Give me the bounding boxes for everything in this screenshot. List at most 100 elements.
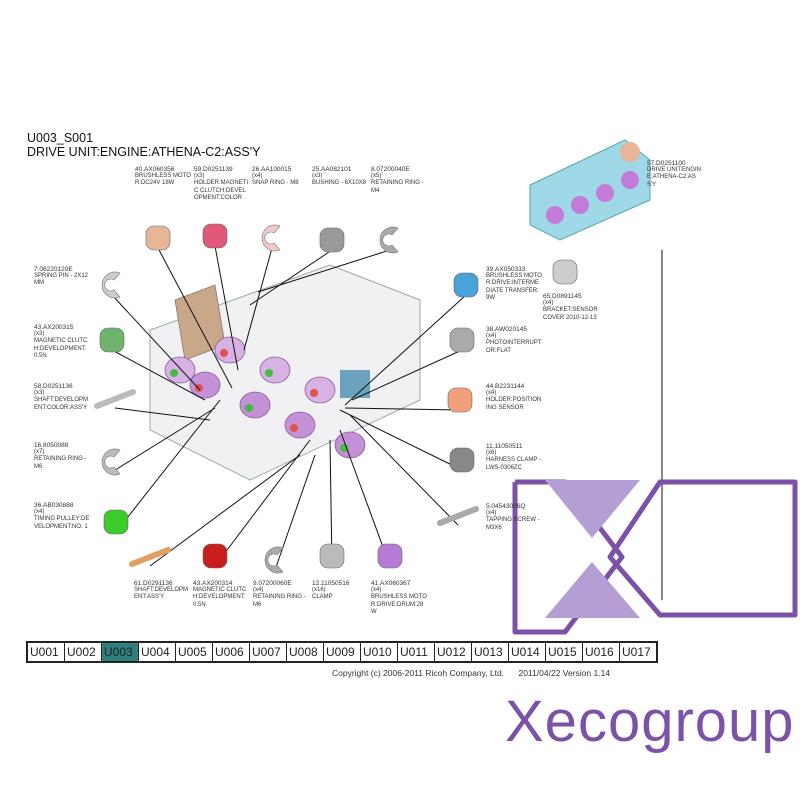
tab-u010[interactable]: U010 — [361, 643, 397, 661]
assembly-clutch — [290, 424, 298, 432]
overview-gear — [571, 196, 589, 214]
part-label[interactable]: 9.07200060E(x4)RETAINING RING - M6 — [253, 580, 309, 609]
retaining-ring-icon — [379, 226, 399, 254]
part-label[interactable]: 58.D0251136(x3)SHAFT:DEVELOPMENT:COLOR:A… — [34, 383, 90, 412]
leader-line — [111, 294, 201, 391]
part-label[interactable]: 59.D0251139(x3)HOLDER:MAGNETIC CLUTCH:DE… — [194, 166, 250, 202]
version-text: 2011/04/22 Version 1.14 — [518, 668, 611, 678]
part-label[interactable]: 12.11050516(x16)CLAMP — [312, 580, 368, 602]
assembly-gear — [259, 356, 291, 384]
leader-line — [114, 407, 211, 421]
overview-gear — [621, 171, 639, 189]
tab-u014[interactable]: U014 — [509, 643, 545, 661]
overview-gear — [546, 206, 564, 224]
shaft-icon — [129, 547, 171, 567]
watermark-triangle-top — [545, 480, 640, 538]
leader-line — [339, 429, 391, 567]
part-label[interactable]: 36.AB030888(x4)TIMING PULLEY:DEVELOPMENT… — [34, 502, 90, 531]
part-icon — [449, 447, 475, 473]
assembly-motor — [340, 370, 370, 398]
part-quantity: (x4) — [486, 510, 497, 517]
page-title: DRIVE UNIT:ENGINE:ATHENA-C2:ASS'Y — [27, 145, 261, 159]
shaft-icon — [94, 389, 136, 409]
tab-u003[interactable]: U003 — [102, 643, 138, 661]
tab-u017[interactable]: U017 — [620, 643, 656, 661]
leader-line — [214, 245, 239, 371]
part-quantity: (x3) — [312, 173, 323, 180]
part-icon — [449, 327, 475, 353]
part-name: SNAP RING - M8 — [252, 180, 299, 187]
assembly-clutch — [170, 369, 178, 377]
assembly-gear — [214, 336, 246, 364]
part-number: 57.D0251100 — [647, 160, 686, 167]
assembly-gear — [334, 431, 366, 459]
tab-u007[interactable]: U007 — [250, 643, 286, 661]
leader-line — [344, 294, 467, 406]
retaining-ring-icon — [101, 448, 121, 476]
part-label[interactable]: 41.AX060367(x4)BRUSHLESS MOTOR:DRIVE:DRU… — [371, 580, 427, 616]
part-label[interactable]: 65.D0891145(x4)BRACKET:SENSOR COVER 2010… — [543, 293, 599, 322]
part-label[interactable]: 43.AX200315(x3)MAGNETIC CLUTCH:DEVELOPME… — [34, 324, 90, 360]
part-quantity: (x4) — [253, 587, 264, 594]
shaft-icon — [437, 506, 479, 526]
tab-u008[interactable]: U008 — [287, 643, 323, 661]
leader-line — [339, 409, 463, 471]
part-label[interactable]: 5.04543006Q(x4)TAPPING SCREW - M3X6 — [486, 503, 542, 532]
part-label[interactable]: 8.07200040E(x5)RETAINING RING - M4 — [371, 166, 427, 195]
tab-u005[interactable]: U005 — [176, 643, 212, 661]
tab-u001[interactable]: U001 — [28, 643, 64, 661]
part-name: TAPPING SCREW - M3X6 — [486, 517, 540, 531]
part-quantity: (x3) — [34, 331, 45, 338]
tab-u006[interactable]: U006 — [213, 643, 249, 661]
part-name: SHAFT:DEVELOPMENT:ASS'Y — [134, 587, 189, 601]
leader-line — [344, 407, 461, 411]
part-name: BUSHING - 6X10X8 — [312, 180, 367, 187]
part-icon — [202, 543, 228, 569]
part-number: 5.04543006Q — [486, 503, 526, 510]
part-icon — [377, 543, 403, 569]
assembly-clutch — [265, 369, 273, 377]
tab-u002[interactable]: U002 — [65, 643, 101, 661]
part-label[interactable]: 26.AA100015(x4)SNAP RING - M8 — [252, 166, 308, 188]
part-label[interactable]: 25.AA082101(x3)BUSHING - 6X10X8 — [312, 166, 368, 188]
part-number: 43.AX200314 — [193, 580, 233, 587]
part-quantity: (x5) — [371, 173, 382, 180]
tab-u009[interactable]: U009 — [324, 643, 360, 661]
part-number: 59.D0251139 — [194, 166, 233, 173]
part-quantity: (x3) — [34, 390, 45, 397]
part-icon — [145, 225, 171, 251]
part-quantity: (x7) — [34, 449, 45, 456]
part-number: 9.07200060E — [253, 580, 292, 587]
tab-u013[interactable]: U013 — [472, 643, 508, 661]
part-label[interactable]: 11.11050511(x6)HARNESS CLAMP - LWS-0306Z… — [486, 443, 542, 472]
tab-u015[interactable]: U015 — [546, 643, 582, 661]
part-label[interactable]: 38.AW020145(x4)PHOTOINTERRUPTOR:FLAT — [486, 326, 542, 355]
part-name: TIMING PULLEY:DEVELOPMENT:NO. 1 — [34, 516, 90, 530]
part-name: HARNESS CLAMP - LWS-0306ZC — [486, 457, 541, 471]
part-icon — [99, 327, 125, 353]
part-quantity: (x16) — [312, 587, 326, 594]
watermark-box — [607, 479, 798, 618]
tab-u011[interactable]: U011 — [398, 643, 434, 661]
part-icon — [453, 272, 479, 298]
tab-u016[interactable]: U016 — [583, 643, 619, 661]
part-icon — [319, 227, 345, 253]
part-label[interactable]: 16.8050088(x7)RETAINING RING - M6 — [34, 442, 90, 471]
part-label[interactable]: 44.B2231144(x4)HOLDER:POSITIONING SENSOR — [486, 383, 542, 412]
part-number: 44.B2231144 — [486, 383, 525, 390]
tab-u004[interactable]: U004 — [139, 643, 175, 661]
tab-u012[interactable]: U012 — [435, 643, 471, 661]
part-number: 40.AX060356 — [135, 166, 175, 173]
footer: Copyright (c) 2006-2011 Ricoh Company, L… — [332, 668, 622, 678]
part-number: 8.07200040E — [371, 166, 410, 173]
part-number: 38.AW020145 — [486, 326, 527, 333]
part-quantity: (x4) — [486, 333, 497, 340]
part-icon — [202, 223, 228, 249]
part-name: MAGNETIC CLUTCH:DEVELOPMENT:0.5N — [34, 338, 88, 359]
